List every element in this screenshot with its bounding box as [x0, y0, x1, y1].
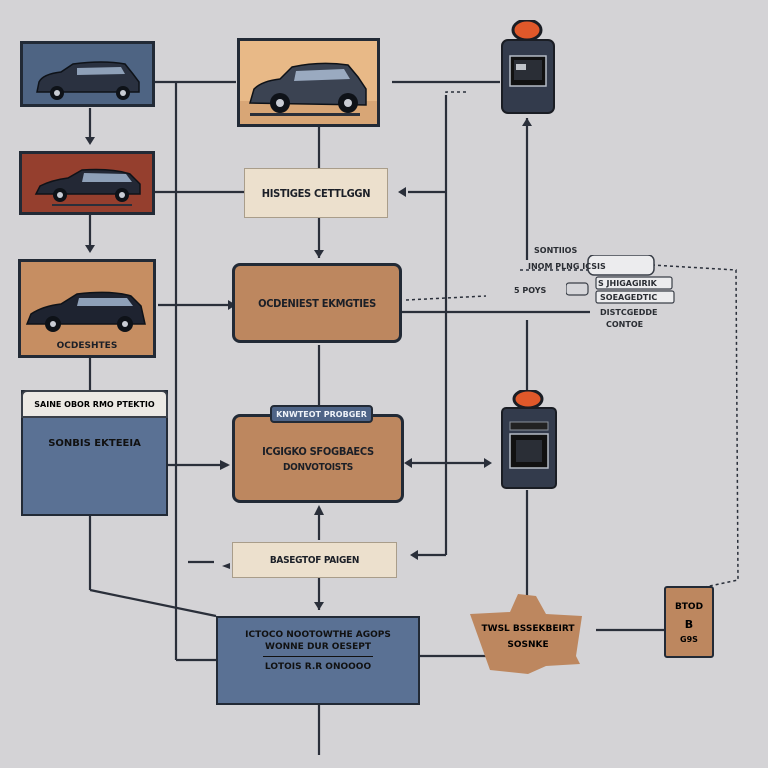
small-orange-line3: G9S	[680, 635, 698, 644]
device-middle	[500, 388, 558, 490]
history-banner: HISTIGES CETTLGGN	[244, 168, 388, 218]
side-control-widget	[566, 255, 676, 305]
car-icon	[25, 291, 146, 332]
side-label-2: INOM PLNG ICSIS	[528, 262, 606, 271]
side-label-7: CONTOE	[606, 320, 644, 329]
car-icon	[240, 62, 377, 124]
left-card-header: SAINE OBOR RMO PTEKTIO	[21, 390, 168, 418]
car-panel-caption: OCDESHTES	[56, 341, 118, 351]
main-process-tag: KNWTEOT PROBGER	[270, 405, 373, 423]
car-icon	[36, 61, 140, 100]
left-card: SAINE OBOR RMO PTEKTIO SONBIS EKTEEIA	[21, 390, 168, 516]
device-top	[500, 18, 556, 115]
car-panel-lower-left: OCDESHTES	[18, 259, 156, 358]
main-process-line1: ICGIGKO SFOGBAECS	[262, 444, 374, 458]
side-label-3: 5 POYS	[514, 286, 547, 295]
car-panel-top-left	[20, 41, 155, 107]
brown-label-box: TWSL BSSEKBEIRT SOSNKE	[470, 594, 586, 676]
main-process-box: ICGIGKO SFOGBAECS DONVOTOISTS	[232, 414, 404, 503]
bottom-blue-line3: LOTOIS R.R ONOOOO	[264, 662, 372, 672]
device-icon	[501, 18, 555, 114]
small-orange-box: BTOD B G9S	[664, 586, 714, 658]
side-label-1: SONTIIOS	[534, 246, 578, 255]
side-label-5: SOEAGEDTIC	[600, 293, 658, 302]
bottom-blue-line2: WONNE DUR OESEPT	[265, 642, 371, 652]
small-orange-line1: BTOD	[674, 602, 704, 612]
car-panel-top-center	[237, 38, 380, 127]
bottom-banner: BASEGTOF PAIGEN	[232, 542, 397, 578]
left-card-body: SONBIS EKTEEIA	[48, 438, 141, 449]
main-process-line2: DONVOTOISTS	[282, 461, 353, 473]
brown-box-line1: TWSL BSSEKBEIRT	[481, 624, 575, 634]
brown-box-line2: SOSNKE	[507, 640, 549, 650]
side-label-4: S JHIGAGIRIK	[598, 279, 657, 288]
car-icon	[34, 168, 141, 206]
car-panel-mid-left	[19, 151, 155, 215]
bottom-blue-line1: ICTOCO NOOTOWTHE AGOPS	[245, 630, 391, 640]
center-process-box: OCDENIEST EKMGTIES	[232, 263, 402, 343]
device-icon	[501, 388, 557, 489]
side-label-6: DISTCGEDDE	[600, 308, 658, 317]
small-orange-line2: B	[684, 618, 694, 631]
divider	[263, 656, 373, 657]
bottom-blue-box: ICTOCO NOOTOWTHE AGOPS WONNE DUR OESEPT …	[216, 616, 420, 705]
